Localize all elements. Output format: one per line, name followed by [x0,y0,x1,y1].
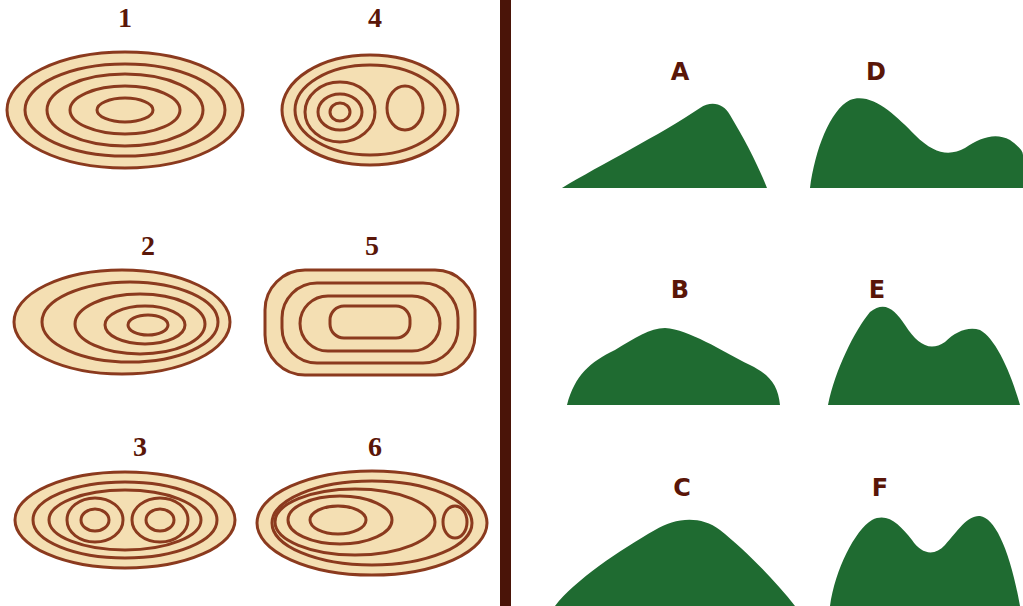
profile-silhouette [810,98,1023,188]
figure-label: 1 [118,4,132,32]
profile-silhouette [830,516,1020,606]
contour-map [257,471,487,575]
figure-label: 2 [141,232,155,260]
profile-silhouette [562,104,767,188]
figure-label: A [671,60,690,84]
contour-map [282,55,458,165]
contour-map [7,52,243,168]
contour-map [265,270,475,375]
contour-map [14,270,230,374]
figure-label: D [866,60,886,84]
figure-label: 6 [368,433,382,461]
profile-silhouette [555,520,795,606]
figure-label: 5 [365,232,379,260]
contour-map [15,472,235,568]
figure-label: E [869,278,885,302]
figure-label: F [872,476,888,500]
figure-label: 3 [133,433,147,461]
figure-label: B [671,278,689,302]
figure-label: C [673,476,691,500]
figure-label: 4 [368,4,382,32]
profile-silhouette [567,328,780,405]
divider-bar [500,0,511,606]
profile-silhouette [828,307,1020,405]
